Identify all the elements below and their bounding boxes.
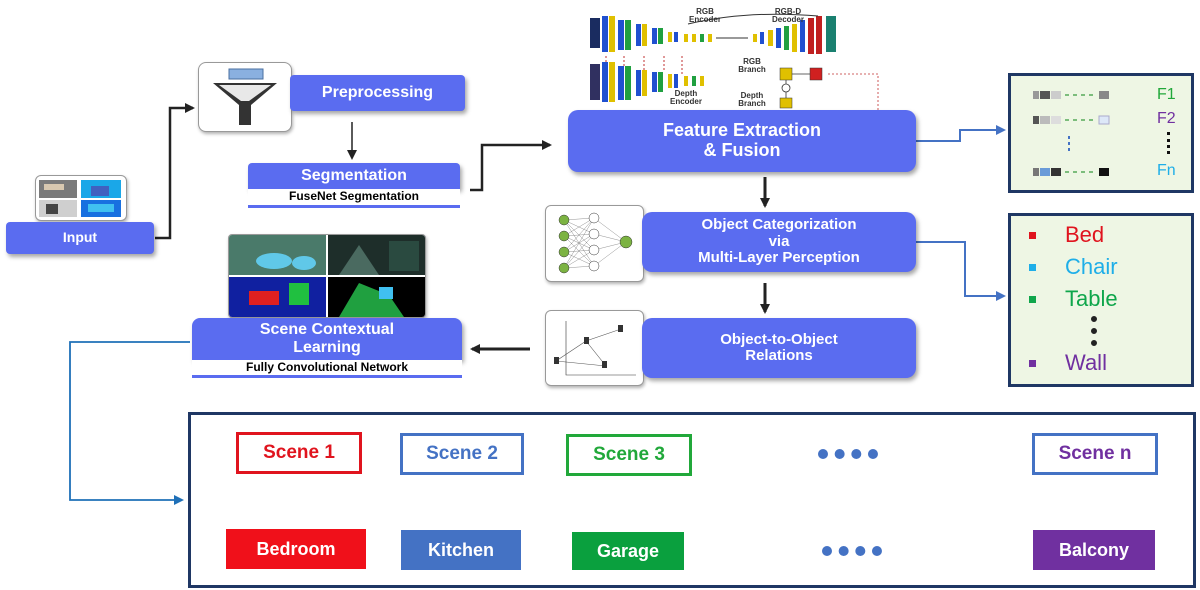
object-label-bed: Bed <box>1065 222 1105 247</box>
arrow-feature-to-features-panel <box>916 125 1006 142</box>
object-label-chair: Chair <box>1065 254 1118 279</box>
input-images-icon <box>39 180 121 217</box>
scene-n-box: Scene n <box>1032 433 1158 475</box>
object-label-wall: Wall <box>1065 350 1107 375</box>
rgb-branch-label: RGB Branch <box>738 57 766 74</box>
scene-learning-sublabel: Fully Convolutional Network <box>192 360 462 378</box>
feature-extraction-box: Feature Extraction & Fusion <box>568 110 916 172</box>
feature-f1-label: F1 <box>1157 86 1176 103</box>
feature-vectors-icon <box>1033 91 1110 176</box>
fusenet-architecture: RGB Encoder RGB-D Decoder Depth Encoder … <box>588 6 883 110</box>
mlp-thumbnail <box>545 205 644 282</box>
scene-learning-line1: Scene Contextual <box>259 321 395 339</box>
scene-learning-line2: Learning <box>293 339 361 356</box>
feature-line2: & Fusion <box>703 140 781 160</box>
funnel-icon <box>213 68 277 125</box>
relations-graph-icon <box>554 321 636 376</box>
room-balcony-box: Balcony <box>1033 530 1155 570</box>
relations-thumbnail <box>545 310 644 386</box>
depth-encoder-label: Depth Encoder <box>669 89 702 106</box>
fusenet-diagram-icon <box>590 13 879 110</box>
categorization-line1: Object Categorization <box>701 216 857 234</box>
scene-2-box: Scene 2 <box>400 433 524 475</box>
neural-network-icon <box>558 212 633 274</box>
preprocessing-box: Preprocessing <box>290 75 465 111</box>
scenes-ellipsis-icon <box>818 449 878 469</box>
feature-f2-label: F2 <box>1157 110 1176 127</box>
categorization-line3: Multi-Layer Perception <box>698 249 860 267</box>
segmented-scene-images-icon <box>229 235 425 317</box>
table-color-marker <box>1029 296 1036 303</box>
input-box: Input <box>6 222 154 254</box>
rgbd-decoder-label: RGB-D Decoder <box>771 7 804 24</box>
input-image-thumbnail <box>35 175 127 221</box>
arrow-categorization-to-objects-panel <box>916 241 1006 301</box>
objects-panel: Bed Chair Table Wall <box>1008 213 1194 387</box>
features-panel: F1 F2 Fn <box>1008 73 1194 193</box>
rooms-ellipsis-icon <box>822 546 882 566</box>
scene-3-box: Scene 3 <box>566 434 692 476</box>
arrow-scene-learning-to-scenes <box>69 341 190 505</box>
room-kitchen-box: Kitchen <box>401 530 521 570</box>
segmentation-box: Segmentation <box>248 163 460 189</box>
arrow-input-to-preprocessing <box>155 103 195 240</box>
scene-images-thumbnail <box>228 234 426 318</box>
room-garage-box: Garage <box>572 532 684 570</box>
arrow-segmentation-to-feature <box>470 140 552 192</box>
feature-fn-label: Fn <box>1157 162 1176 179</box>
rgb-encoder-label: RGB Encoder <box>688 7 721 24</box>
object-categorization-box: Object Categorization via Multi-Layer Pe… <box>642 212 916 272</box>
depth-branch-label: Depth Branch <box>738 91 766 108</box>
scene-learning-box: Scene Contextual Learning <box>192 318 462 360</box>
feature-ellipsis-icon <box>1167 132 1173 154</box>
object-label-table: Table <box>1065 286 1118 311</box>
room-bedroom-box: Bedroom <box>226 529 366 569</box>
relations-line1: Object-to-Object <box>720 330 838 348</box>
objects-ellipsis-icon <box>1091 316 1101 346</box>
bed-color-marker <box>1029 232 1036 239</box>
input-label: Input <box>62 229 98 246</box>
chair-color-marker <box>1029 264 1036 271</box>
segmentation-label: Segmentation <box>301 167 407 185</box>
relations-line2: Relations <box>745 347 813 364</box>
segmentation-sublabel: FuseNet Segmentation <box>248 189 460 208</box>
object-relations-box: Object-to-Object Relations <box>642 318 916 378</box>
scene-1-box: Scene 1 <box>236 432 362 474</box>
funnel-thumbnail <box>198 62 292 132</box>
wall-color-marker <box>1029 360 1036 367</box>
categorization-line2: via <box>768 232 790 250</box>
feature-line1: Feature Extraction <box>662 120 822 141</box>
preprocessing-label: Preprocessing <box>321 84 434 102</box>
